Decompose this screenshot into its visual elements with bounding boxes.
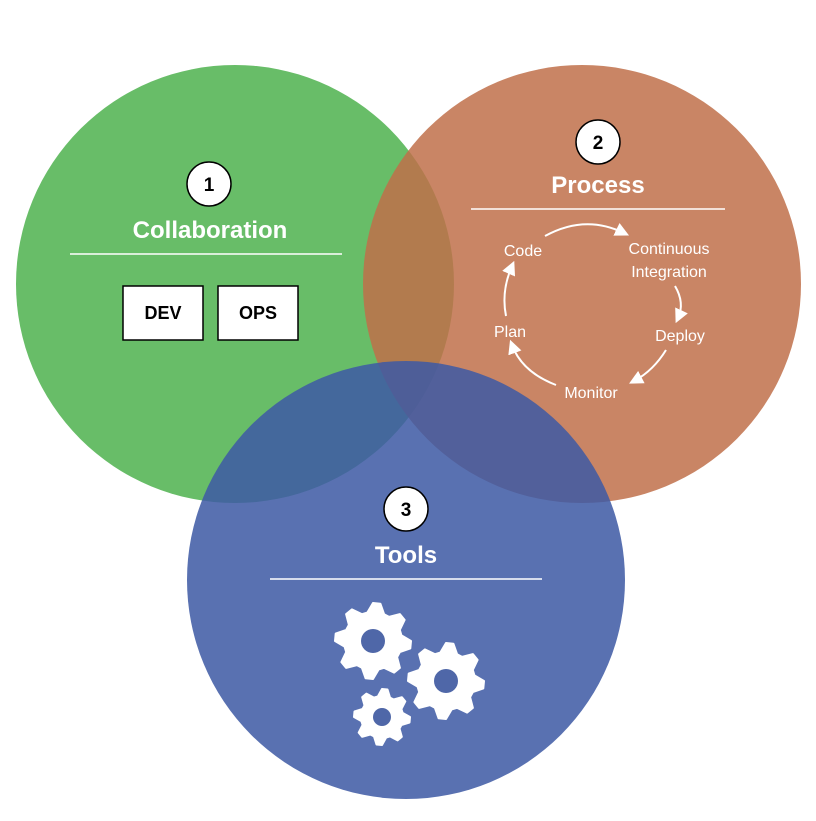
tools-circle xyxy=(187,361,625,799)
dev-box xyxy=(122,285,204,341)
cycle-deploy: Deploy xyxy=(655,328,705,345)
tools-number: 3 xyxy=(401,500,412,521)
collaboration-section: 1 Collaboration DEV OPS xyxy=(70,161,342,341)
cycle-arrow-plan-to-code xyxy=(502,260,516,317)
cycle-code: Code xyxy=(504,243,542,260)
gear-right-icon xyxy=(407,642,485,720)
process-number-badge xyxy=(575,119,621,165)
dev-label: DEV xyxy=(144,303,181,323)
collaboration-number: 1 xyxy=(204,175,215,196)
tools-section: 3 Tools xyxy=(270,486,542,746)
cycle-ci-line2: Integration xyxy=(631,264,707,281)
gear-large-icon xyxy=(334,602,412,680)
process-section: 2 Process Code Continuous Integration De… xyxy=(471,119,725,402)
collaboration-title: Collaboration xyxy=(133,217,288,244)
tools-number-badge xyxy=(383,486,429,532)
cycle-arrow-monitor-to-plan xyxy=(508,339,557,386)
ops-box xyxy=(217,285,299,341)
cycle-arrow-deploy-to-monitor xyxy=(629,349,667,384)
cycle-monitor: Monitor xyxy=(564,385,618,402)
collaboration-number-badge xyxy=(186,161,232,207)
cycle-arrow-code-to-ci xyxy=(544,223,630,237)
tools-title: Tools xyxy=(375,542,437,569)
gear-small-icon xyxy=(353,688,411,746)
cycle-plan: Plan xyxy=(494,324,526,341)
process-number: 2 xyxy=(593,133,604,154)
ops-label: OPS xyxy=(239,303,277,323)
cycle-arrow-ci-to-deploy xyxy=(674,285,688,324)
gears-icon xyxy=(334,602,485,746)
cycle-ci-line1: Continuous xyxy=(629,241,710,258)
process-title: Process xyxy=(551,172,644,199)
